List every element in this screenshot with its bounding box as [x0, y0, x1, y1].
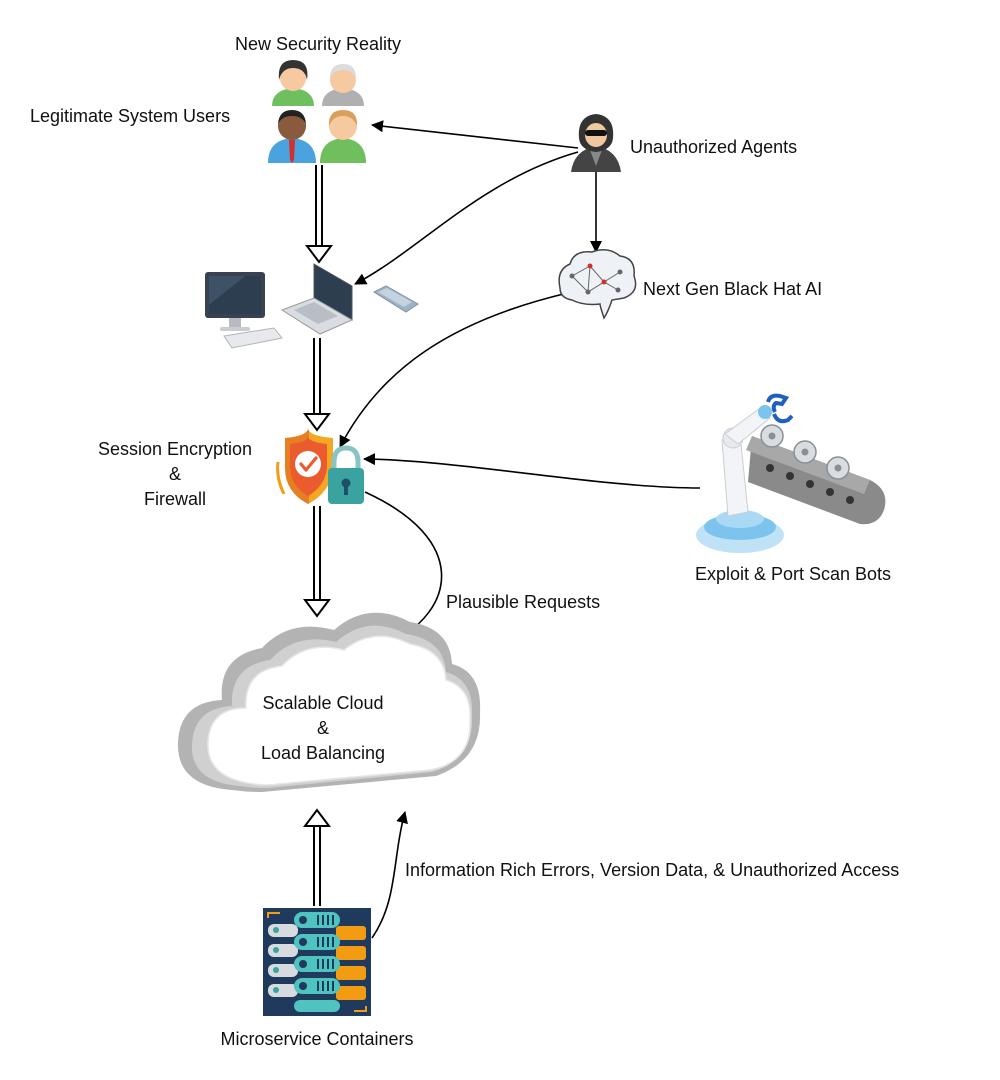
bots-label: Exploit & Port Scan Bots: [694, 564, 892, 584]
cloud-label-line1: Scalable Cloud: [262, 693, 384, 713]
cloud-label-line3: Load Balancing: [260, 743, 386, 763]
errors-label: Information Rich Errors, Version Data, &…: [405, 860, 900, 880]
ai-label: Next Gen Black Hat AI: [643, 279, 823, 299]
edge-agents-to-users: [371, 120, 579, 149]
containers-label: Microservice Containers: [220, 1029, 414, 1049]
flow-containers-to-cloud: [303, 808, 331, 906]
ai-brain-icon: [558, 249, 637, 320]
robot-arm-conveyor-icon: [696, 393, 886, 553]
flow-users-to-devices: [305, 165, 333, 264]
edge-agents-to-laptop: [354, 151, 579, 285]
server-rack-icon: [263, 908, 371, 1016]
agents-label: Unauthorized Agents: [630, 137, 798, 157]
phone-icon: [372, 285, 419, 313]
diagram-title: New Security Reality: [234, 34, 402, 54]
cloud-icon: [177, 612, 481, 792]
users-group-icon: [268, 60, 366, 163]
shield-icon: [276, 428, 333, 504]
edge-bots-to-firewall: [363, 453, 701, 489]
edge-information-errors: [371, 811, 408, 939]
firewall-label-line1: Session Encryption: [97, 439, 253, 459]
hacker-icon: [571, 114, 621, 172]
flow-devices-to-firewall: [303, 338, 331, 432]
cloud-label-line2: &: [316, 718, 330, 738]
firewall-label-line2: &: [168, 464, 182, 484]
monitor-icon: [205, 272, 283, 349]
attack-edges: [339, 120, 701, 939]
laptop-icon: [280, 263, 354, 335]
padlock-icon: [328, 445, 364, 504]
users-label: Legitimate System Users: [30, 106, 231, 126]
plausible-requests-label: Plausible Requests: [446, 592, 601, 612]
firewall-label-line3: Firewall: [143, 489, 207, 509]
flow-firewall-to-cloud: [303, 506, 331, 618]
edge-ai-to-firewall: [339, 291, 573, 448]
